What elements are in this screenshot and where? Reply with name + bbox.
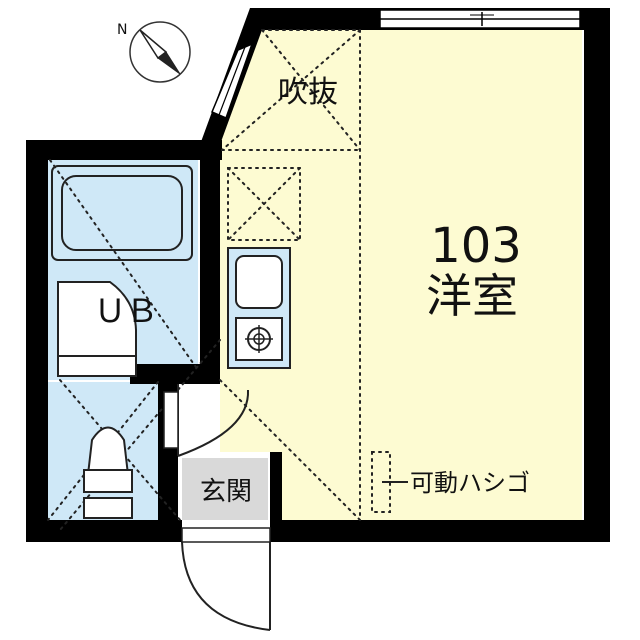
- entrance-floor: [182, 458, 268, 520]
- atrium-void: [219, 29, 361, 521]
- room-type: 洋室: [426, 269, 518, 323]
- window-top: [379, 9, 581, 29]
- main-room-floor: [213, 28, 582, 520]
- storage-box: [227, 167, 301, 241]
- front-door: [181, 527, 271, 631]
- compass: [129, 21, 191, 83]
- kitchen: [227, 247, 291, 369]
- compass-north-label: N: [117, 22, 127, 38]
- bath-door: [163, 384, 250, 457]
- ladder-label: 可動ハシゴ: [410, 469, 530, 497]
- atrium-label: 吹抜: [278, 75, 338, 110]
- room-number: 103: [430, 218, 522, 274]
- window-diagonal: [211, 42, 254, 120]
- bathtub: [51, 165, 193, 261]
- bath-label: ＵＢ: [94, 292, 158, 330]
- bath-sink: [57, 281, 137, 377]
- toilet: [83, 426, 133, 519]
- entrance-label: 玄関: [200, 477, 252, 507]
